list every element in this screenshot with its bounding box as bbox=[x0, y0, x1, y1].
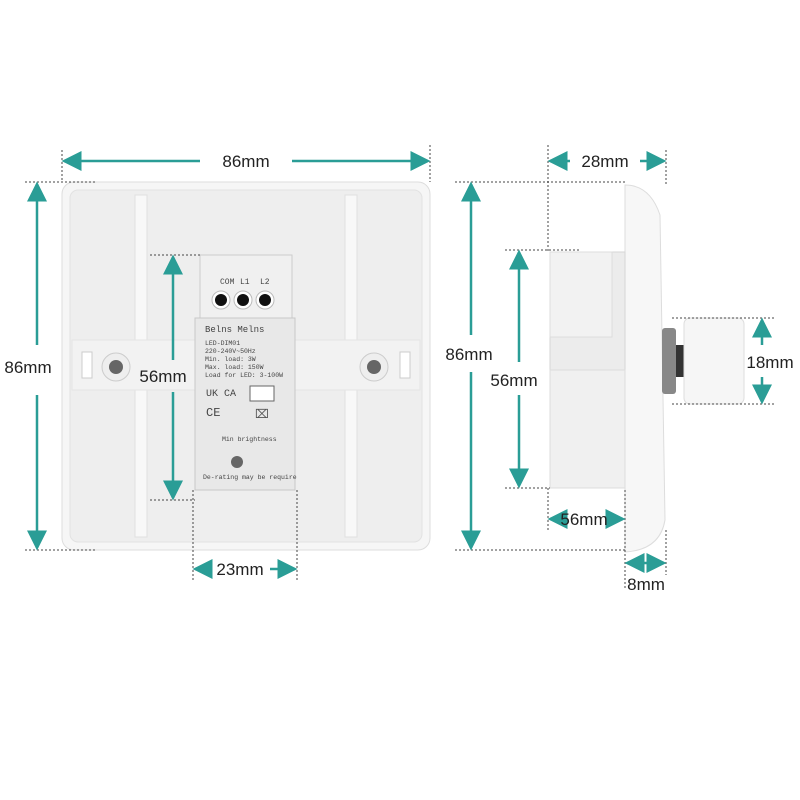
knob-diameter-label: 18mm bbox=[746, 353, 793, 372]
terminal-com: COM bbox=[220, 278, 235, 287]
trim-adjuster-icon bbox=[231, 456, 243, 468]
ce-mark: CE bbox=[206, 406, 220, 420]
front-width-label: 86mm bbox=[222, 152, 269, 171]
knob bbox=[683, 317, 745, 405]
knob-shaft bbox=[662, 328, 676, 394]
brand-label: Belns Melns bbox=[205, 325, 264, 335]
led-load-label: Load for LED: 3-100W bbox=[205, 372, 283, 379]
max-load-label: Max. load: 150W bbox=[205, 364, 264, 371]
side-dimensions: 28mm 86mm 56mm 56mm 18mm 8mm bbox=[445, 145, 794, 594]
front-height-label: 86mm bbox=[4, 358, 51, 377]
terminal-l2: L2 bbox=[260, 278, 270, 287]
ukca-mark: UK CA bbox=[206, 389, 236, 400]
side-body-height-label: 56mm bbox=[490, 371, 537, 390]
derating-label: De-rating may be require bbox=[203, 474, 297, 481]
indoor-use-icon bbox=[249, 385, 275, 402]
side-view bbox=[549, 184, 745, 553]
voltage-label: 220-240V~50Hz bbox=[205, 348, 256, 355]
model-label: LED-DIM01 bbox=[205, 340, 240, 347]
module-height-label: 56mm bbox=[139, 367, 186, 386]
side-body-depth-label: 56mm bbox=[560, 510, 607, 529]
module-width-label: 23mm bbox=[216, 560, 263, 579]
front-dimensions: 86mm 86mm 56mm 23mm bbox=[4, 145, 431, 580]
min-load-label: Min. load: 3W bbox=[205, 356, 256, 363]
side-depth-label: 28mm bbox=[581, 152, 628, 171]
plate-thickness-label: 8mm bbox=[627, 575, 665, 594]
dimmer-module: COM L1 L2 Belns Melns LED-DIM01 220-240V… bbox=[194, 254, 297, 491]
terminal-l1: L1 bbox=[240, 278, 250, 287]
min-brightness-label: Min brightness bbox=[222, 436, 277, 443]
weee-bin-icon: ⌧ bbox=[255, 407, 269, 421]
side-height-label: 86mm bbox=[445, 345, 492, 364]
